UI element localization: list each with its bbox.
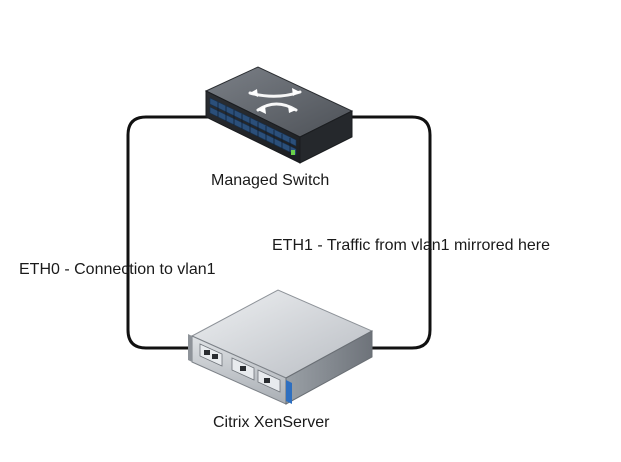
network-switch-icon [204,66,354,164]
managed-switch-label: Managed Switch [211,172,330,189]
eth0-link-label: ETH0 - Connection to vlan1 [19,261,216,278]
rack-server-icon [188,289,374,405]
eth1-link-label: ETH1 - Traffic from vlan1 mirrored here [272,237,551,254]
eth1-link-line [344,115,432,350]
eth0-link-line [126,115,212,350]
citrix-xenserver-label: Citrix XenServer [213,414,330,431]
